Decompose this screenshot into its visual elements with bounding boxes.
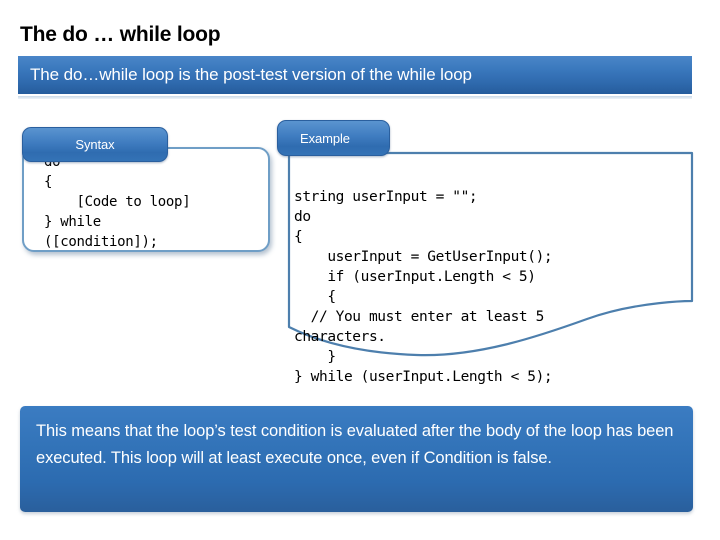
example-tab[interactable]: Example: [277, 120, 390, 156]
page-title: The do … while loop: [20, 23, 221, 46]
example-code-text: string userInput = ""; do { userInput = …: [294, 189, 553, 385]
syntax-code-text: do { [Code to loop] } while ([condition]…: [44, 154, 191, 250]
header-banner-text: The do…while loop is the post-test versi…: [30, 65, 472, 84]
header-underline-divider: [18, 96, 692, 99]
syntax-tab[interactable]: Syntax: [22, 127, 168, 162]
example-callout-box: [287, 151, 694, 359]
syntax-tab-label: Syntax: [75, 137, 115, 152]
header-banner: The do…while loop is the post-test versi…: [18, 56, 692, 94]
example-callout-outline-icon: [287, 151, 694, 357]
summary-box: This means that the loop’s test conditio…: [20, 406, 693, 512]
example-tab-label: Example: [300, 130, 350, 146]
summary-text: This means that the loop’s test conditio…: [36, 422, 674, 467]
